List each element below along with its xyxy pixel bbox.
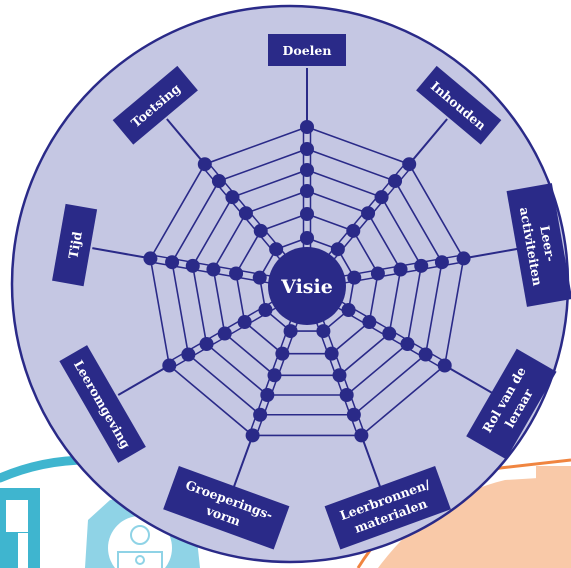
label-connector [117, 364, 170, 396]
web-node [374, 190, 389, 205]
web-node [316, 324, 331, 339]
web-node [225, 190, 240, 205]
label-connector [231, 435, 254, 492]
web-node [300, 231, 314, 245]
web-node [185, 258, 200, 273]
web-node [199, 337, 214, 351]
web-node [434, 255, 449, 270]
web-node [253, 407, 268, 422]
web-ring [258, 237, 356, 332]
center-node: Visie [268, 247, 346, 325]
web-node [347, 270, 362, 285]
web-ring [149, 126, 465, 437]
web-node [197, 157, 212, 172]
web-node [165, 255, 180, 270]
spoke-label-tijd: Tijd [52, 203, 98, 287]
label-connector [92, 247, 151, 260]
web-node [206, 262, 221, 277]
web-ring [191, 169, 423, 396]
web-node [324, 346, 339, 361]
web-node [346, 407, 361, 422]
web-node [418, 347, 433, 362]
web-node [393, 262, 408, 277]
web-node [258, 303, 273, 317]
web-node [339, 388, 354, 403]
web-node [269, 242, 284, 257]
label-connector [166, 118, 206, 165]
web-nodes [143, 120, 471, 443]
web-node [346, 223, 361, 238]
web-node [267, 368, 282, 383]
label-connector [408, 118, 448, 165]
spoke-label-box [268, 34, 346, 66]
spoke-label-groeperingsvorm: Groeperings-vorm [163, 466, 290, 550]
spoke-label-box [466, 348, 557, 460]
web-node [330, 242, 345, 257]
spoke-label-box [506, 183, 571, 307]
web-ring [171, 148, 443, 416]
web-node [361, 206, 376, 221]
web-node [400, 337, 415, 351]
spoke-label-box [416, 65, 502, 145]
spoke-label-doelen: Doelen [268, 34, 346, 66]
web-node [341, 303, 356, 317]
web-node [354, 428, 369, 443]
web-node [143, 251, 158, 266]
web-node [300, 207, 314, 221]
web-node [300, 120, 314, 134]
web-node [283, 324, 298, 339]
web-node [253, 223, 268, 238]
spoke-label-box [112, 65, 198, 145]
web-node [300, 163, 314, 177]
web-node [300, 142, 314, 156]
spoke-label-box [324, 466, 451, 550]
web-node [217, 326, 232, 341]
web-node [275, 346, 290, 361]
web-ring [235, 213, 379, 355]
web-node [456, 251, 471, 266]
web-node [238, 206, 253, 221]
center-label: Visie [280, 276, 333, 298]
spoke-label-box [163, 466, 290, 550]
web-node [211, 174, 226, 189]
label-connector [360, 435, 383, 492]
label-connector [463, 247, 522, 260]
web-node [300, 184, 314, 198]
web-node [260, 388, 275, 403]
web-node [332, 368, 347, 383]
spoke-label-text: Doelen [283, 43, 332, 58]
web-node [362, 315, 377, 329]
web-node [382, 326, 397, 341]
web-node [162, 358, 177, 373]
web-node [414, 258, 429, 273]
spoke-label-box [59, 345, 146, 463]
web-node [370, 266, 385, 281]
web-node [402, 157, 417, 172]
web-node [245, 428, 260, 443]
spoke-label-text: Leer- [537, 224, 558, 263]
label-connector [444, 364, 497, 396]
web-node [252, 270, 267, 285]
web-node [237, 315, 252, 329]
web-ring [212, 190, 402, 377]
spoke-label-box [52, 203, 98, 287]
web-node [181, 347, 196, 362]
web-node [229, 266, 244, 281]
web-node [437, 358, 452, 373]
spoke-label-leeractiviteiten: Leer-activiteiten [506, 183, 571, 307]
spoke-label-text: Tijd [65, 230, 85, 260]
web-node [388, 174, 403, 189]
